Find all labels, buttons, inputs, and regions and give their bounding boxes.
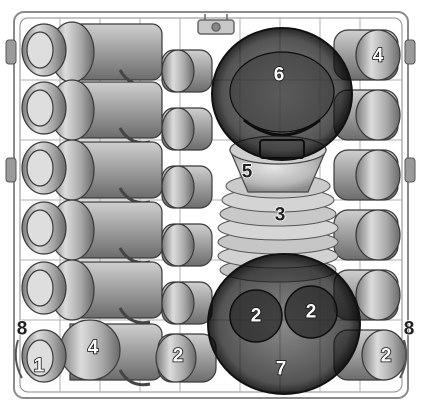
label-2-right: 2 — [381, 346, 392, 367]
cup — [22, 80, 162, 143]
cup — [334, 150, 400, 200]
left-cups — [22, 22, 162, 385]
cup — [22, 140, 162, 203]
label-2-circle-right: 2 — [306, 302, 317, 323]
highlight-circle-6 — [212, 28, 352, 160]
label-8-left: 8 — [17, 319, 28, 340]
label-8-right: 8 — [404, 319, 415, 340]
middle-left-cups — [156, 50, 216, 382]
cup — [334, 210, 400, 260]
cup — [22, 22, 162, 85]
cup — [162, 282, 212, 324]
label-6: 6 — [274, 65, 285, 86]
cup — [162, 108, 212, 150]
cup — [162, 224, 212, 266]
label-5: 5 — [242, 162, 253, 183]
cup — [162, 166, 212, 208]
label-2-circle-left: 2 — [251, 306, 262, 327]
label-4-right: 4 — [373, 46, 384, 67]
label-7: 7 — [276, 359, 287, 380]
label-3: 3 — [275, 205, 286, 226]
cup — [22, 260, 162, 323]
label-1: 1 — [34, 356, 45, 377]
cup — [162, 50, 212, 92]
cup — [156, 334, 216, 382]
label-2-left: 2 — [173, 346, 184, 367]
rack-top-hook — [198, 14, 234, 34]
cup — [22, 200, 162, 263]
label-4-left: 4 — [88, 338, 99, 359]
